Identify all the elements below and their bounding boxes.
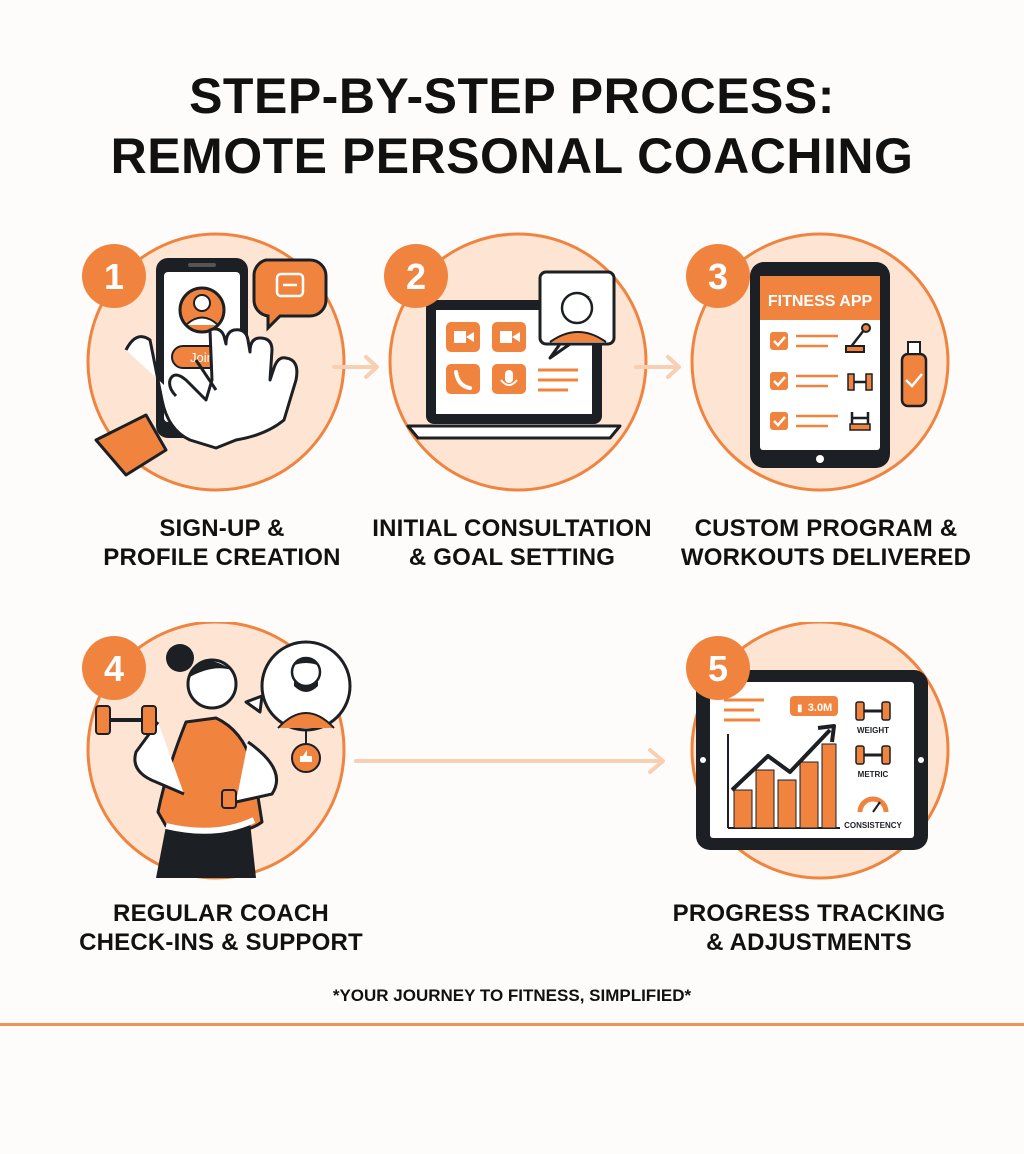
- title-line-1: STEP-BY-STEP PROCESS:: [189, 68, 835, 124]
- app-title: FITNESS APP: [768, 293, 873, 310]
- step-3-number: 3: [708, 256, 728, 297]
- step-4-illustration: 4: [82, 622, 352, 880]
- water-bottle-icon: [900, 341, 928, 408]
- dumbbell-icon: [847, 373, 873, 431]
- step-3-illustration: FITNESS APP: [686, 232, 950, 492]
- step-5-caption-line-1: PROGRESS TRACKING: [672, 900, 946, 927]
- pointing-hand-icon: [94, 327, 299, 477]
- metric-label-weight: WEIGHT: [857, 726, 889, 735]
- video-call-icon: [446, 322, 526, 352]
- smartwatch-icon: [221, 789, 237, 809]
- thumbs-up-icon: [291, 743, 321, 773]
- step-2-caption-line-1: INITIAL CONSULTATION: [372, 515, 652, 542]
- step-5-number: 5: [708, 648, 728, 689]
- step-1-caption-line-2: PROFILE CREATION: [103, 544, 341, 571]
- step-1-caption-line-1: SIGN-UP &: [159, 515, 285, 542]
- step-1-illustration: Join 1: [82, 232, 346, 492]
- step-2: 2: [368, 230, 668, 530]
- dumbbell-icon: [95, 705, 157, 735]
- metric-label-metric: METRIC: [858, 770, 889, 779]
- arrow-step-2-to-3: [634, 355, 681, 379]
- step-3-caption-line-2: WORKOUTS DELIVERED: [680, 544, 972, 571]
- step-1-number: 1: [104, 256, 124, 297]
- bar-chart-icon: [727, 734, 840, 829]
- metric-badge: 3.0M: [808, 702, 832, 714]
- arrow-step-1-to-2: [332, 355, 379, 379]
- microphone-icon: [492, 364, 526, 394]
- step-5-illustration: 3.0M ▮ WEIGHT METRIC CONS: [686, 622, 950, 880]
- step-2-number: 2: [406, 256, 426, 297]
- step-4-caption-line-2: CHECK-INS & SUPPORT: [79, 929, 363, 956]
- trend-arrow-icon: [730, 724, 836, 792]
- arrow-step-4-to-5: [354, 748, 665, 774]
- step-4-caption: REGULAR COACH CHECK-INS & SUPPORT: [61, 899, 381, 957]
- step-2-caption: INITIAL CONSULTATION & GOAL SETTING: [352, 514, 672, 572]
- checkbox-icon: [770, 332, 788, 430]
- badge-chart-icon: ▮: [797, 703, 803, 714]
- coach-thumbs-up-icon: [244, 640, 352, 732]
- step-1-caption: SIGN-UP & PROFILE CREATION: [62, 514, 382, 572]
- step-4-number: 4: [104, 648, 124, 689]
- gauge-icon: [857, 796, 889, 813]
- dumbbell-icon: [855, 701, 891, 765]
- profile-avatar-icon: [178, 286, 226, 334]
- phone-call-icon: [446, 364, 480, 394]
- step-2-caption-line-2: & GOAL SETTING: [408, 544, 616, 571]
- step-5-caption-line-2: & ADJUSTMENTS: [706, 929, 912, 956]
- page-title: STEP-BY-STEP PROCESS: REMOTE PERSONAL CO…: [0, 66, 1024, 186]
- coach-video-icon: [538, 270, 616, 360]
- metric-label-consistency: CONSISTENCY: [844, 821, 902, 830]
- step-5: 3.0M ▮ WEIGHT METRIC CONS: [670, 622, 970, 922]
- step-4-caption-line-1: REGULAR COACH: [113, 900, 329, 927]
- footer-divider: [0, 1023, 1024, 1026]
- step-5-caption: PROGRESS TRACKING & ADJUSTMENTS: [649, 899, 969, 957]
- step-1: Join 1: [66, 230, 366, 530]
- step-4: 4: [66, 622, 366, 922]
- kettlebell-icon: [845, 323, 871, 353]
- step-2-illustration: 2: [384, 232, 648, 492]
- step-3: FITNESS APP: [670, 230, 970, 530]
- chat-bubble-icon: [252, 258, 328, 332]
- woman-lifting-dumbbell-icon: [133, 644, 278, 878]
- footer-tagline: *YOUR JOURNEY TO FITNESS, SIMPLIFIED*: [332, 986, 692, 1005]
- title-line-2: REMOTE PERSONAL COACHING: [110, 128, 914, 184]
- step-3-caption: CUSTOM PROGRAM & WORKOUTS DELIVERED: [666, 514, 986, 572]
- step-3-caption-line-1: CUSTOM PROGRAM &: [694, 515, 958, 542]
